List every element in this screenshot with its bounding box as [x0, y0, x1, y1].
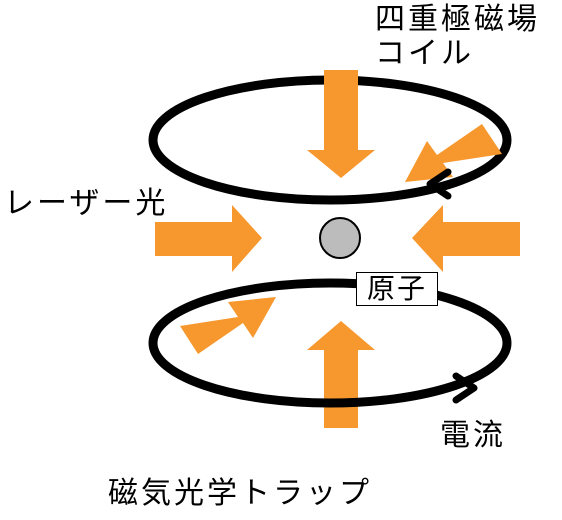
atom	[319, 217, 361, 259]
laser-arrow-bottom	[307, 321, 375, 428]
atom-label: 原子	[356, 272, 438, 306]
laser-arrow-upper-right	[405, 124, 502, 182]
laser-label: レーザー光	[4, 186, 169, 221]
current-arrow-upper	[426, 168, 452, 200]
current-label: 電流	[440, 418, 506, 453]
current-arrow-lower	[452, 372, 478, 404]
coil-label-line2: コイル	[375, 36, 474, 71]
laser-arrow-lower-left	[180, 297, 276, 354]
lower-coil	[148, 278, 512, 408]
diagram-caption: 磁気光学トラップ	[108, 476, 372, 511]
laser-arrow-left	[155, 205, 262, 272]
laser-arrow-top	[307, 70, 375, 178]
laser-arrow-right	[412, 205, 520, 272]
coil-label-line1: 四重極磁場	[375, 2, 540, 37]
